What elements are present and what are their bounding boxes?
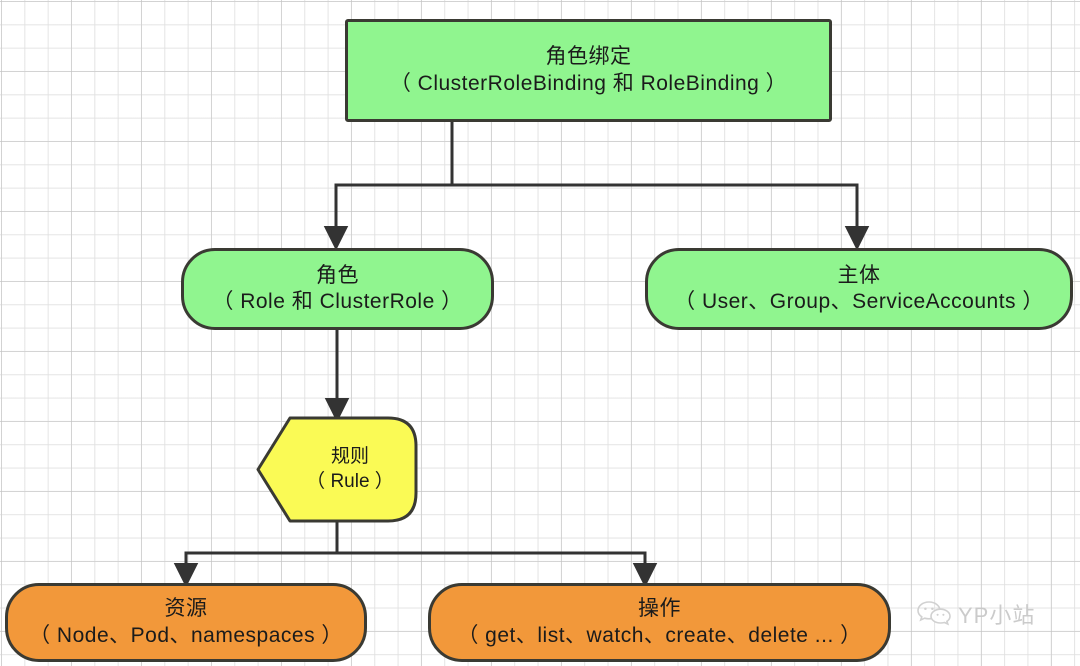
watermark-text: YP小站 [958, 603, 1036, 628]
edge-rule-to-verbs [337, 551, 658, 588]
node-verbs-line2: （ get、list、watch、create、delete ... ） [457, 623, 862, 647]
node-role-binding-line2: （ ClusterRoleBinding 和 RoleBinding ） [389, 71, 788, 95]
node-rule-line1: 规则 [330, 445, 369, 467]
node-resource-line2: （ Node、Pod、namespaces ） [29, 623, 343, 647]
node-resource[interactable]: 资源 （ Node、Pod、namespaces ） [5, 583, 367, 662]
watermark: YP小站 [916, 598, 1035, 630]
node-role-line1: 角色 [316, 263, 359, 287]
node-role-line2: （ Role 和 ClusterRole ） [212, 290, 463, 313]
node-verbs[interactable]: 操作 （ get、list、watch、create、delete ... ） [428, 583, 891, 662]
edge-rolebinding-to-subject [452, 183, 870, 251]
node-role-binding[interactable]: 角色绑定 （ ClusterRoleBinding 和 RoleBinding … [345, 19, 832, 122]
node-rule-text: 规则 （ Rule ） [256, 416, 418, 523]
edge-rule-to-resource [173, 521, 339, 588]
node-role[interactable]: 角色 （ Role 和 ClusterRole ） [181, 248, 494, 330]
wechat-icon [917, 601, 951, 626]
node-verbs-line1: 操作 [638, 597, 681, 621]
edge-rolebinding-to-role [323, 122, 454, 251]
rule-shape [256, 416, 418, 523]
node-subject-line2: （ User、Group、ServiceAccounts ） [674, 290, 1044, 313]
node-rule[interactable]: 规则 （ Rule ） [256, 416, 418, 523]
node-role-binding-line1: 角色绑定 [545, 45, 632, 69]
node-subject-line1: 主体 [837, 263, 881, 287]
node-resource-line1: 资源 [164, 597, 208, 621]
node-subject[interactable]: 主体 （ User、Group、ServiceAccounts ） [645, 248, 1073, 330]
node-rule-line2: （ Rule ） [306, 470, 394, 492]
